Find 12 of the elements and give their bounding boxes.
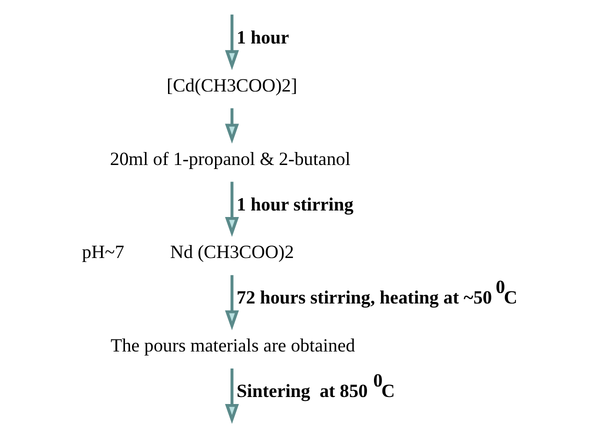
edge-label: 1 hour stirring [236,194,354,215]
label: pH~7 [82,242,124,263]
arrow [225,274,239,330]
arrow [225,368,239,424]
node-text: The pours materials are obtained [110,335,356,356]
node-text: 20ml of 1-propanol & 2-butanol [110,148,350,170]
edge-label: 1 hour [236,26,290,48]
arrow [225,108,239,144]
node-text: [Cd(CH3COO)2] [166,74,298,96]
arrow [225,181,239,236]
node-text: Nd (CH3COO)2 [170,242,294,263]
arrow [225,14,239,70]
